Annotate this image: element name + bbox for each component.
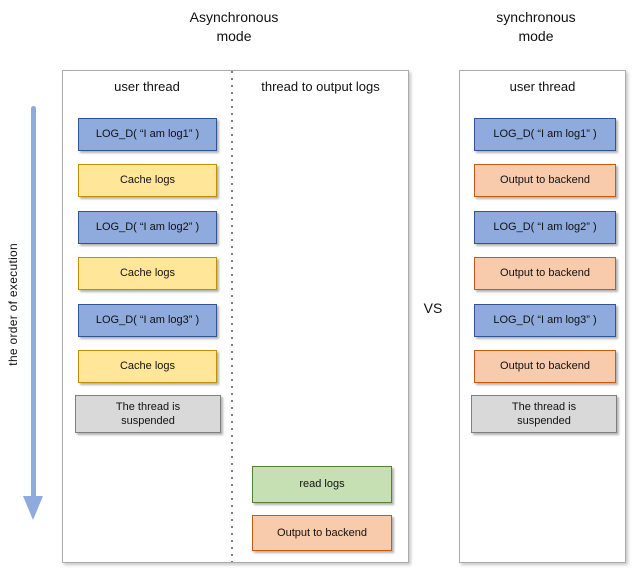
title-synchronous-mode: synchronous mode (496, 9, 576, 44)
step-log-d-1: LOG_D( “I am log1” ) (78, 118, 217, 151)
step-sync-output-3: Output to backend (474, 350, 616, 383)
step-thread-suspended-sync: The thread is suspended (471, 395, 617, 433)
async-mode-panel: user thread thread to output logs LOG_D(… (62, 70, 409, 563)
async-user-thread-header: user thread (114, 79, 180, 94)
step-sync-log-d-3: LOG_D( “I am log3” ) (474, 304, 616, 337)
step-sync-log-d-1: LOG_D( “I am log1” ) (474, 118, 616, 151)
step-log-d-3: LOG_D( “I am log3” ) (78, 304, 217, 337)
step-thread-suspended-async: The thread is suspended (75, 395, 221, 433)
down-arrow-icon (23, 496, 43, 520)
arrow-shaft (31, 106, 36, 498)
vs-label: VS (423, 300, 443, 316)
step-read-logs: read logs (252, 466, 392, 503)
step-cache-logs-3: Cache logs (78, 350, 217, 383)
sync-mode-panel: user thread LOG_D( “I am log1” ) Output … (459, 70, 626, 563)
step-sync-output-2: Output to backend (474, 257, 616, 290)
step-log-d-2: LOG_D( “I am log2” ) (78, 211, 217, 244)
sync-user-thread-header: user thread (509, 79, 576, 94)
execution-order-label: the order of execution (6, 243, 20, 366)
title-asynchronous-mode: Asynchronous mode (189, 9, 279, 44)
async-output-thread-header: thread to output logs (261, 79, 380, 94)
step-sync-output-1: Output to backend (474, 164, 616, 197)
step-output-backend-async: Output to backend (252, 515, 392, 551)
column-divider (231, 71, 233, 562)
step-cache-logs-1: Cache logs (78, 164, 217, 197)
step-cache-logs-2: Cache logs (78, 257, 217, 290)
step-sync-log-d-2: LOG_D( “I am log2” ) (474, 211, 616, 244)
